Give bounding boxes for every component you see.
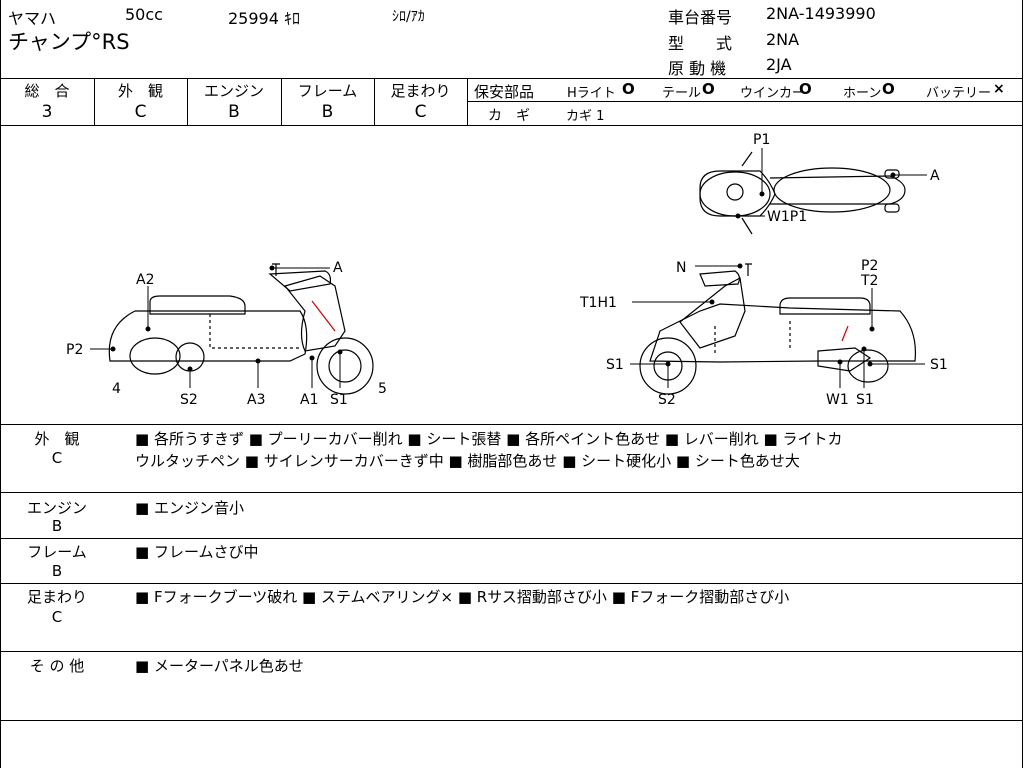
key-value: カギ 1 [566,109,605,124]
color: ｼﾛ/ｱｶ [392,9,425,25]
label-right-s1-front: S1 [606,357,624,373]
remark-divider-3 [0,583,1023,584]
label-right-n: N [676,260,686,276]
scooter-diagrams: P1 A W1P1 A2 A P2 4 S2 A3 A1 S1 5 N P2 T… [66,132,948,408]
remark-engine-grade: B [51,517,63,535]
remark-other-label: そ の 他 [29,657,85,675]
model-name: チャンプ°RS [8,30,130,54]
headlight-mark: O [622,80,635,98]
overall-grade-label: 総 合 [24,82,70,100]
engine-model-label: 原 動 機 [668,59,727,78]
exterior-grade-label: 外 観 [117,82,163,100]
grade-col-divider-3 [281,78,282,126]
remark-exterior-line2: ウルタッチペン ■ サイレンサーカバーきず中 ■ 樹脂部色あせ ■ シート硬化小… [135,452,800,470]
remark-engine-label: エンジン [26,499,87,517]
remark-frame-line1: ■ フレームさび中 [135,543,259,561]
horn-label: ホーン [843,86,882,101]
label-right-s1-bottom: S1 [856,392,874,408]
grade-col-divider-2 [187,78,188,126]
remark-suspension-grade: C [51,608,63,626]
scooter-right-view [639,263,917,395]
label-top-a: A [930,168,940,184]
remark-frame-label: フレーム [27,543,87,561]
label-right-p2: P2 [861,258,878,274]
diagram-bottom-border [0,424,1023,425]
suspension-grade-label: 足まわり [390,82,451,100]
grade-table-bottom [0,125,1023,126]
exterior-grade-value: C [134,102,147,122]
label-right-t1h1: T1H1 [579,295,617,311]
remark-exterior-label: 外 観 [34,430,80,448]
overall-grade-value: 3 [41,102,53,122]
battery-mark: × [993,81,1005,97]
scooter-top-view [699,151,906,235]
remark-divider-2 [0,538,1023,539]
grade-col-divider-1 [94,78,95,126]
winker-mark: O [799,80,812,98]
engine-model-value: 2JA [766,55,792,74]
type-value: 2NA [766,30,800,49]
remark-frame-grade: B [51,562,63,580]
label-top-w1p1: W1P1 [767,209,807,225]
label-right-w1: W1 [826,392,849,408]
grade-col-divider-5 [467,78,468,126]
battery-label: バッテリー [926,86,992,101]
label-top-p1: P1 [753,132,770,148]
frame-grade-label: フレーム [297,82,358,100]
label-right-t2: T2 [860,273,878,289]
label-left-5: 5 [378,381,387,397]
remark-exterior-grade: C [51,449,63,467]
label-left-a1: A1 [300,392,318,408]
label-left-s2: S2 [180,392,198,408]
remark-suspension-label: 足まわり [26,588,87,606]
suspension-grade-value: C [414,102,427,122]
frame-number-value: 2NA-1493990 [766,4,876,23]
safety-divider [467,101,1023,102]
headlight-label: Hライト [567,86,616,101]
grade-col-divider-4 [374,78,375,126]
grade-table-top [0,78,1023,79]
winker-label: ウインカー [740,86,806,101]
frame-grade-value: B [321,102,334,122]
horn-mark: O [882,80,895,98]
engine-grade-label: エンジン [203,82,264,100]
frame-number-label: 車台番号 [668,8,733,27]
label-left-a3: A3 [247,392,265,408]
outer-border-right [1022,0,1023,768]
key-label: カ ギ [488,108,530,124]
scooter-left-view [108,263,374,395]
maker: ヤマハ [8,9,57,28]
tail-label: テール [662,86,702,101]
label-left-a2: A2 [136,272,154,288]
remark-engine-line1: ■ エンジン音小 [135,499,244,517]
safety-parts-label: 保安部品 [474,83,535,101]
remark-divider-4 [0,651,1023,652]
label-right-s2: S2 [658,392,676,408]
type-label: 型 式 [668,34,733,53]
label-left-p2: P2 [66,342,83,358]
outer-border-bottom [0,720,1023,721]
displacement: 50cc [125,5,163,24]
remark-divider-1 [0,492,1023,493]
label-left-s1: S1 [330,392,348,408]
label-right-s1-rear: S1 [930,357,948,373]
remark-exterior-line1: ■ 各所うすきず ■ プーリーカバー削れ ■ シート張替 ■ 各所ペイント色あせ… [135,430,843,448]
mileage: 25994 ｷﾛ [228,9,300,28]
label-left-a: A [333,260,343,276]
remark-suspension-line1: ■ Fフォークブーツ破れ ■ ステムベアリング× ■ Rサス摺動部さび小 ■ F… [135,588,790,606]
label-left-4: 4 [112,381,121,397]
outer-border-left [0,0,1,768]
tail-mark: O [702,80,715,98]
remark-other-line1: ■ メーターパネル色あせ [135,657,304,675]
engine-grade-value: B [228,102,240,122]
